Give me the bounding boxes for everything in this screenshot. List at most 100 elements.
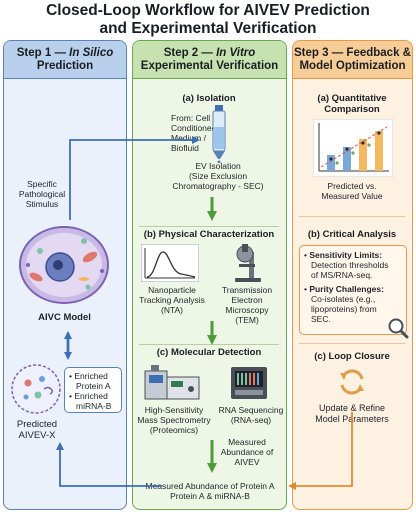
loop-closure-title: (c) Loop Closure (314, 351, 390, 362)
sensitivity-line-2: of MS/RNA-seq. (311, 270, 373, 280)
sensitivity-limits-item: • Sensitivity Limits: Detection threshol… (304, 250, 404, 280)
step2-panel: Step 2 — In Vitro Experimental Verificat… (132, 40, 287, 510)
from-line-3: Medium / (171, 133, 206, 143)
rna-line-2: (RNA-seq) (230, 415, 272, 425)
section-divider (299, 216, 405, 217)
step2-heading-italic: In Vitro (216, 46, 256, 59)
sensitivity-label: Sensitivity Limits: (309, 250, 383, 260)
step3-heading-line1: Step 3 — Feedback & (294, 46, 411, 59)
nta-line-3: (NTA) (160, 305, 184, 315)
refresh-cycle-icon (340, 369, 364, 395)
quant-title-line-2: Comparison (324, 104, 380, 115)
quant-caption-line-1: Predicted vs. (327, 181, 377, 191)
vesicle-illustration (11, 364, 61, 414)
section-divider (299, 343, 405, 344)
nta-line-2: Tracking Analysis (139, 295, 205, 305)
rna-seq-label: RNA Sequencing (RNA-seq) (217, 405, 285, 425)
predicted-line-1: Predicted (16, 419, 58, 430)
predicted-aivev-label: Predicted AIVEV-X (8, 419, 66, 441)
step1-panel: Step 1 — In Silico Prediction Specific P… (3, 40, 127, 510)
purity-line-1: Co-isolates (e.g., (311, 294, 376, 304)
measured-abundance-note: Measured Abundance of AIVEV (209, 437, 285, 467)
measured-output-box: Measured Abundance of Protein A Protein … (137, 481, 283, 501)
nta-label: Nanoparticle Tracking Analysis (NTA) (139, 285, 205, 315)
tem-label: Transmission Electron Microscopy (TEM) (213, 285, 281, 325)
purity-label: Purity Challenges: (309, 284, 384, 294)
step3-heading: Step 3 — Feedback & Model Optimization (293, 41, 412, 79)
comparison-plot-icon (313, 119, 393, 177)
method-line-2: (Size Exclusion (188, 171, 248, 181)
output-line-2: Protein A & miRNA-B (170, 491, 250, 501)
sensitivity-line-1: Detection thresholds (311, 260, 389, 270)
step1-heading: Step 1 — In Silico Prediction (4, 41, 126, 79)
tem-line-2: Electron (231, 295, 263, 305)
isolation-title: (a) Isolation (182, 93, 236, 104)
bullet-2-line-1: Enriched (74, 391, 108, 401)
purity-challenges-item: • Purity Challenges: Co-isolates (e.g., … (304, 284, 404, 324)
ms-line-2: Mass Spectrometry (137, 415, 211, 425)
molecular-detection-title: (c) Molecular Detection (156, 347, 262, 358)
bullet-2-line-2: miRNA-B (76, 401, 112, 411)
measured-line-2: Abundance of (220, 447, 274, 457)
title-line-2: and Experimental Verification (99, 20, 317, 37)
step1-heading-prefix: Step 1 — (16, 46, 70, 59)
physical-char-title: (b) Physical Characterization (143, 229, 275, 240)
ms-line-1: High-Sensitivity (144, 405, 204, 415)
measured-line-1: Measured (228, 437, 266, 447)
cell-model-illustration (19, 226, 109, 304)
mass-spec-label: High-Sensitivity Mass Spectrometry (Prot… (133, 405, 215, 435)
step1-heading-italic: In Silico (69, 46, 114, 59)
enriched-list-box: • Enriched Protein A • Enriched miRNA-B (64, 367, 122, 413)
ms-line-3: (Proteomics) (149, 425, 199, 435)
predicted-line-2: AIVEV-X (18, 430, 56, 441)
tem-line-1: Transmission (221, 285, 273, 295)
critical-analysis-title: (b) Critical Analysis (307, 229, 397, 240)
ev-isolation-method: EV Isolation (Size Exclusion Chromatogra… (163, 161, 273, 191)
enriched-mirna-item: • Enriched miRNA-B (69, 391, 121, 411)
aivc-model-label: AIVC Model (38, 312, 91, 323)
step2-heading-prefix: Step 2 — (163, 46, 217, 59)
from-line-2: Conditioned (171, 123, 217, 133)
mass-spectrometer-icon (144, 365, 200, 400)
bullet-1-line-1: Enriched (74, 371, 108, 381)
loop-closure-text: Update & Refine Model Parameters (293, 403, 411, 425)
enriched-protein-item: • Enriched Protein A (69, 371, 121, 391)
magnifier-icon (388, 318, 409, 339)
method-line-1: EV Isolation (195, 161, 241, 171)
section-divider (139, 344, 279, 345)
step1-heading-line2: Prediction (36, 59, 94, 72)
loop-line-2: Model Parameters (315, 414, 389, 424)
tem-line-4: (TEM) (235, 315, 259, 325)
measured-line-3: AIVEV (234, 457, 260, 467)
quant-title-line-1: (a) Quantitative (317, 93, 387, 104)
sec-column-icon (212, 105, 226, 163)
stimulus-line-2: Pathological (18, 189, 66, 199)
diagram-title: Closed-Loop Workflow for AIVEV Predictio… (0, 2, 416, 38)
nta-line-1: Nanoparticle (148, 285, 196, 295)
loop-line-1: Update & Refine (318, 403, 386, 413)
stimulus-line-1: Specific (27, 179, 57, 189)
purity-line-2: lipoproteins) from (311, 304, 377, 314)
step2-heading-line2: Experimental Verification (140, 59, 279, 72)
output-line-1: Measured Abundance of Protein A (145, 481, 275, 491)
stimulus-line-3: Stimulus (25, 199, 59, 209)
bullet-1-line-2: Protein A (76, 381, 111, 391)
quant-caption: Predicted vs. Measured Value (293, 181, 411, 201)
rna-sequencer-icon (231, 367, 267, 399)
microscope-icon (235, 244, 261, 282)
step2-heading: Step 2 — In Vitro Experimental Verificat… (133, 41, 286, 79)
step3-panel: Step 3 — Feedback & Model Optimization (… (292, 40, 413, 510)
nta-plot-icon (141, 244, 199, 282)
from-line-1: From: Cell (171, 113, 211, 123)
stimulus-label: Specific Pathological Stimulus (12, 179, 72, 209)
quant-comparison-title: (a) Quantitative Comparison (293, 93, 411, 115)
purity-line-3: SEC. (311, 314, 331, 324)
section-divider (139, 226, 279, 227)
rna-line-1: RNA Sequencing (218, 405, 284, 415)
title-line-1: Closed-Loop Workflow for AIVEV Predictio… (46, 2, 370, 19)
step3-heading-line2: Model Optimization (299, 59, 406, 72)
method-line-3: Chromatography - SEC) (172, 181, 264, 191)
quant-caption-line-2: Measured Value (321, 191, 383, 201)
tem-line-3: Microscopy (225, 305, 269, 315)
critical-analysis-box: • Sensitivity Limits: Detection threshol… (299, 245, 407, 335)
